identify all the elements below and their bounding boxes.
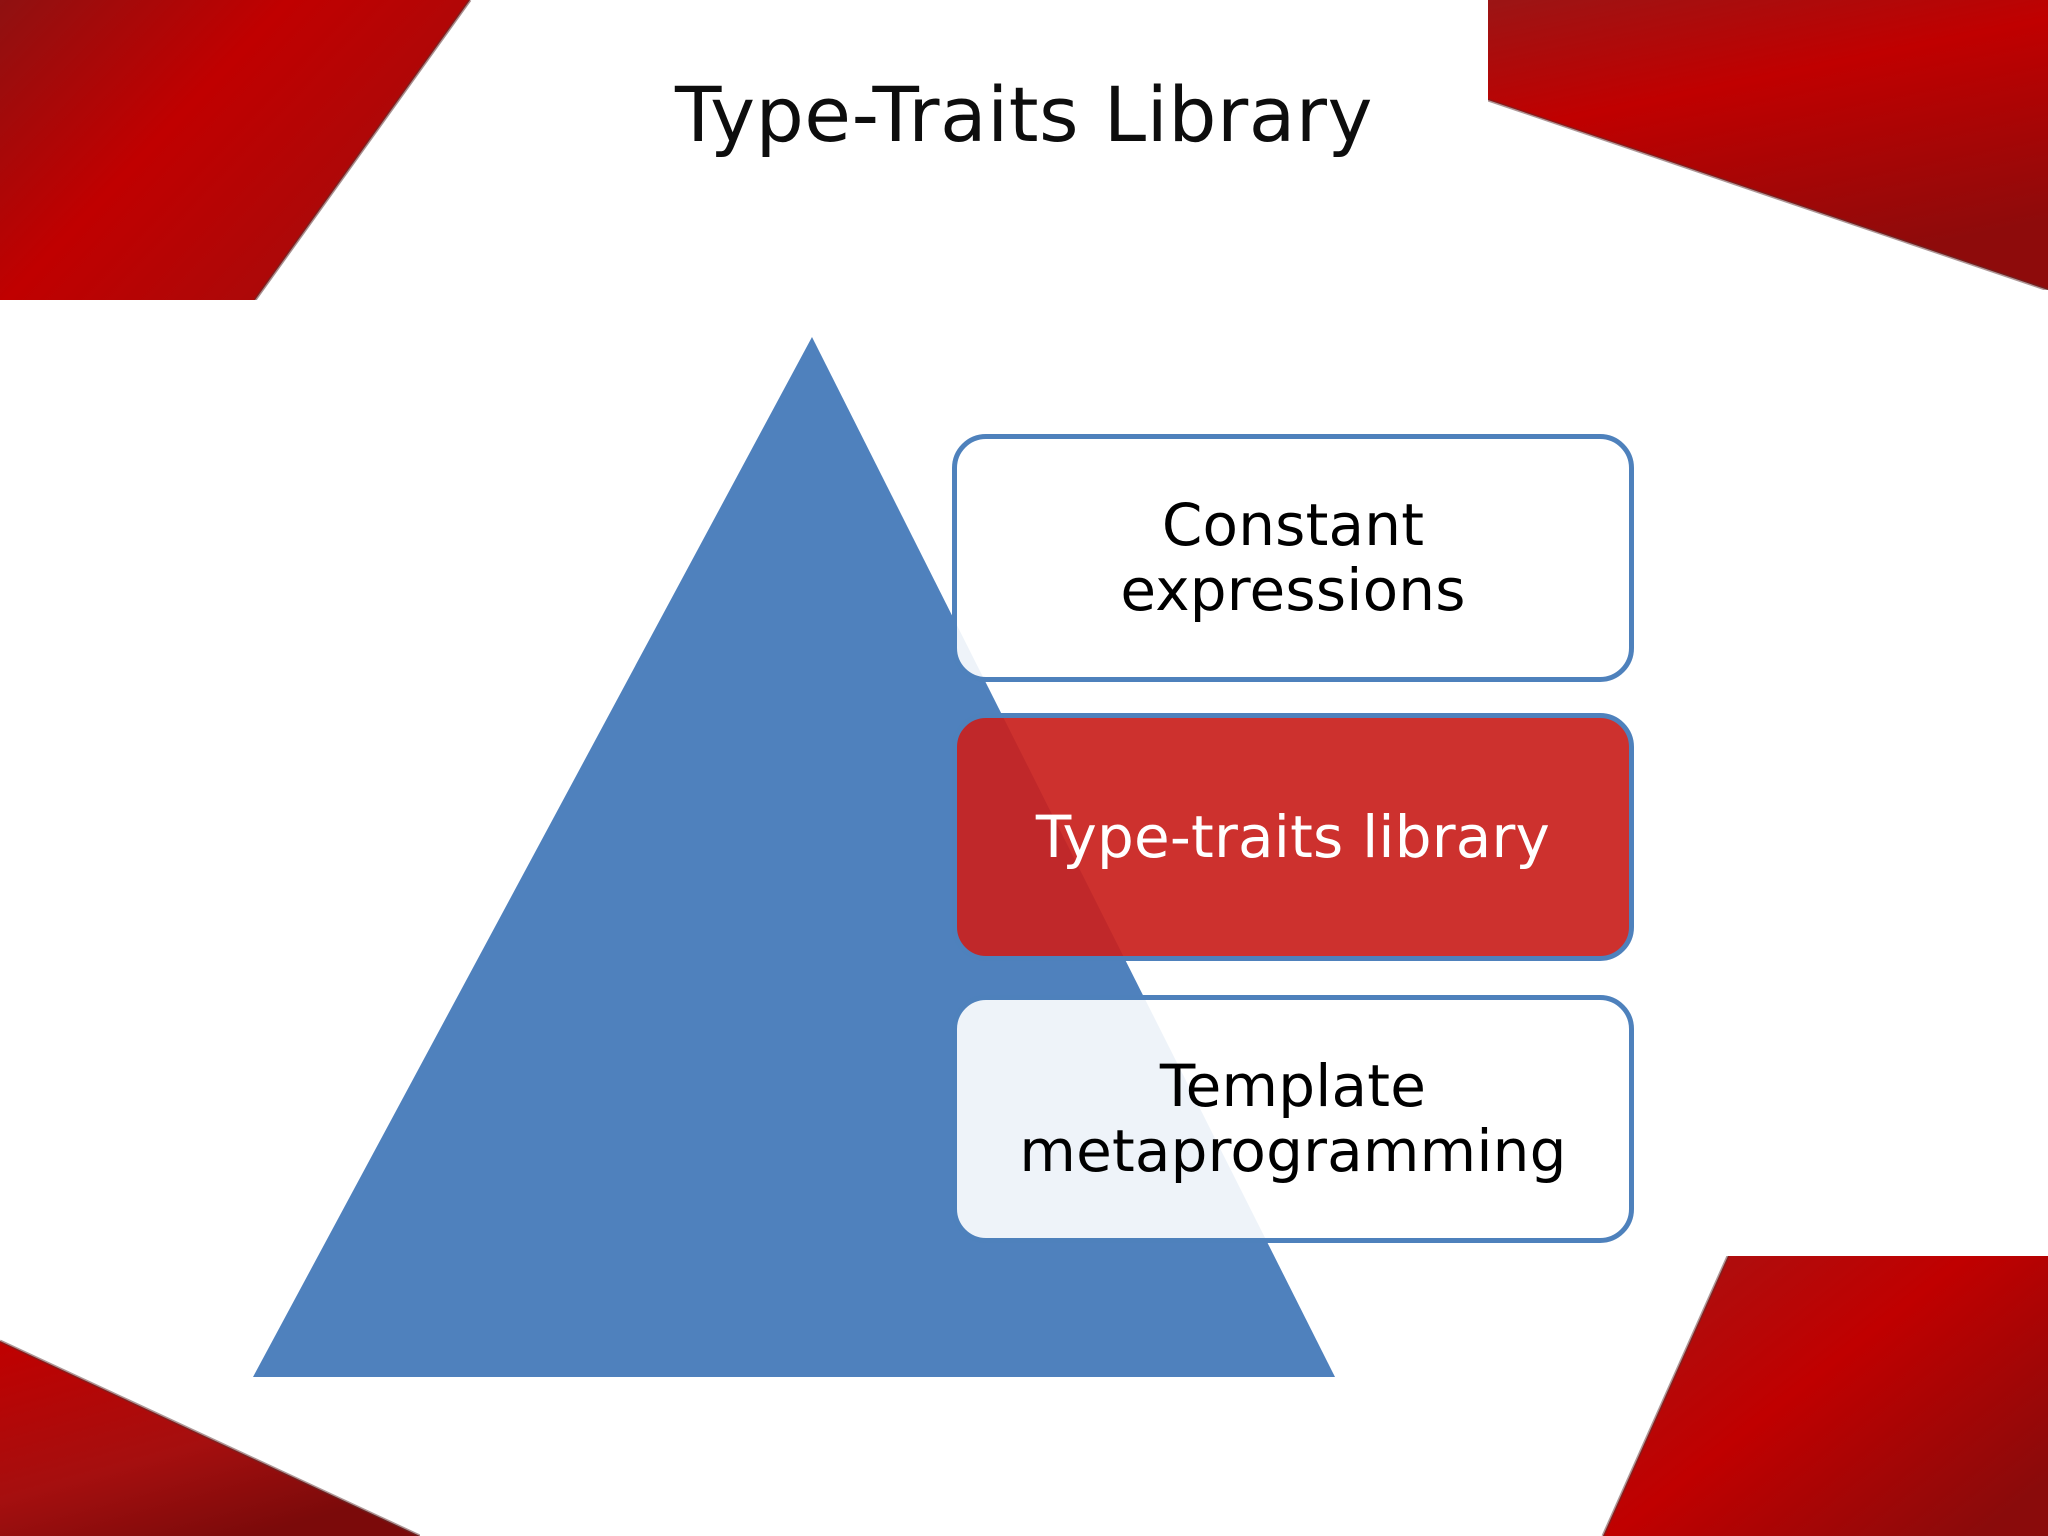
pyramid-level-label: Type-traits library xyxy=(1035,802,1551,871)
pyramid-level-label: Constant expressions xyxy=(1120,491,1466,624)
pyramid-level-constant-expressions[interactable]: Constant expressions xyxy=(952,434,1634,682)
pyramid-level-type-traits-library[interactable]: Type-traits library xyxy=(952,713,1634,961)
page-title: Type-Traits Library xyxy=(675,70,1373,159)
pyramid-level-template-metaprogramming[interactable]: Template metaprogramming xyxy=(952,995,1634,1243)
pyramid-level-label: Template metaprogramming xyxy=(1019,1052,1567,1185)
